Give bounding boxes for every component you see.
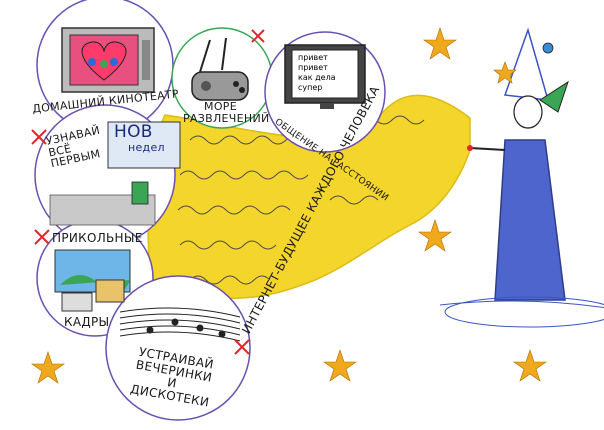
wizard-figure	[439, 27, 604, 328]
monitor-icon	[284, 44, 366, 109]
chat-lines: привет привет как дела супер	[298, 53, 336, 93]
entertainment-label: МОРЕ РАЗВЛЕЧЕНИЙ	[183, 100, 270, 125]
newspaper-text: НОВ недел	[114, 122, 165, 154]
star-decorations	[31, 27, 547, 384]
photos-label-line: ПРИКОЛЬНЫЕ	[52, 231, 143, 245]
red-cross-marks	[31, 29, 265, 355]
news-scene	[49, 181, 156, 226]
photos-label-bottom: КАДРЫ	[64, 316, 109, 329]
chat-line: как дела	[298, 73, 336, 82]
gamepad-icon	[191, 37, 249, 101]
photos-label-line: КАДРЫ	[64, 315, 110, 329]
chat-line: супер	[298, 83, 323, 92]
photos-label: ПРИКОЛЬНЫЕ	[52, 232, 143, 245]
newspaper-icon	[107, 121, 181, 169]
newspaper-text-line: недел	[128, 140, 165, 154]
music-staff	[119, 307, 241, 342]
chat-line: привет	[298, 63, 328, 72]
stream-swirls	[177, 115, 425, 285]
photo-frames	[54, 249, 131, 312]
newspaper-text-line: НОВ	[114, 122, 153, 142]
chat-line: привет	[298, 53, 328, 62]
tv-icon	[61, 27, 155, 93]
